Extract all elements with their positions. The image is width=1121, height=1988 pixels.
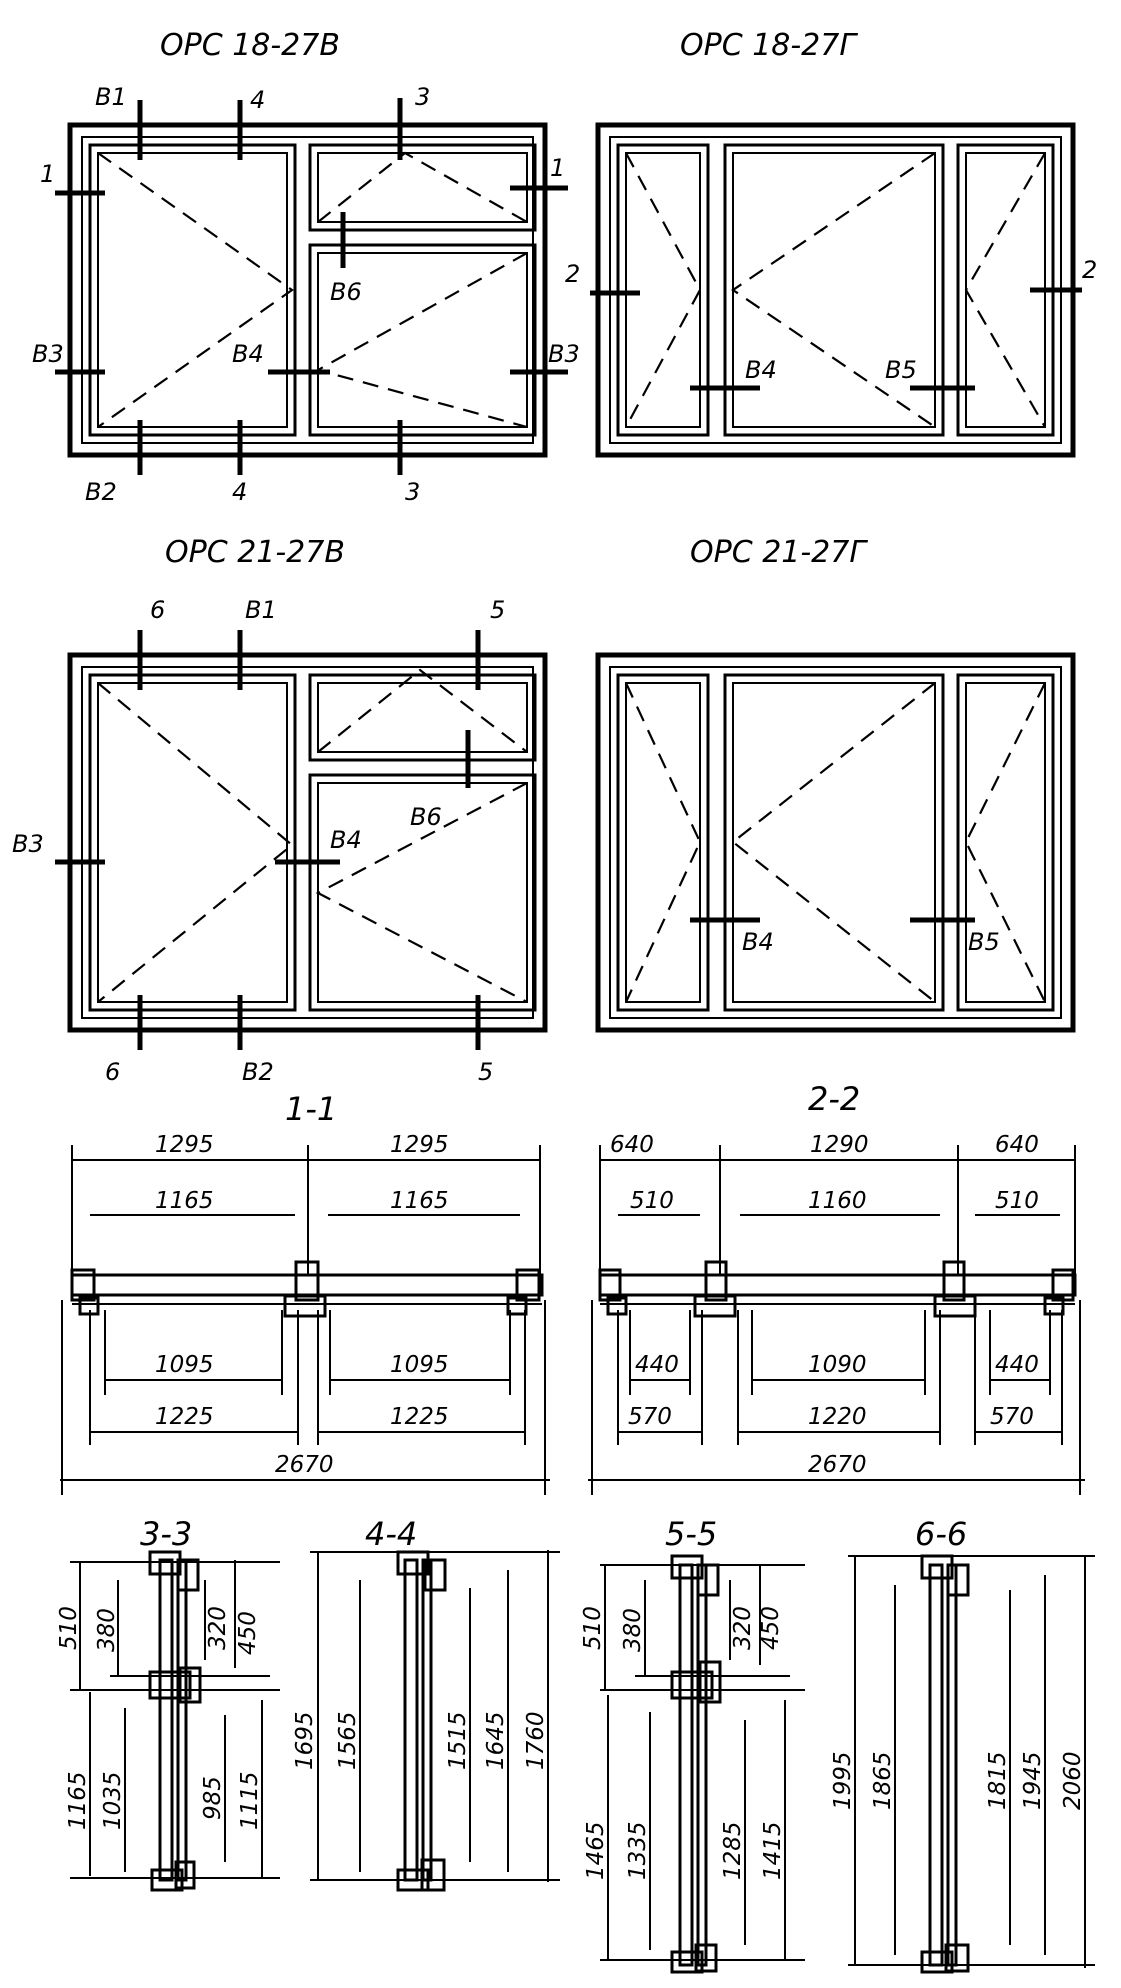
dim-3-3-d: 450 <box>235 1611 261 1655</box>
dim-1-1-g2: 1095 <box>390 1352 449 1378</box>
dim-2-2-g2: 1090 <box>808 1352 867 1378</box>
dim-3-3-f: 1035 <box>100 1771 126 1830</box>
title-ors-18-27v: ОРС 18-27В <box>160 28 340 63</box>
dim-1-1-s2: 1225 <box>390 1404 449 1430</box>
dim-4-4-b: 1565 <box>335 1711 361 1770</box>
section-6-6 <box>848 1554 1095 1974</box>
dim-5-5-f: 1335 <box>625 1821 651 1880</box>
mark-5-bottom: 5 <box>478 1058 493 1086</box>
mark-b1: В1 <box>95 83 127 111</box>
section-label-6-6: 6-6 <box>915 1515 967 1553</box>
dim-6-6-c: 1815 <box>985 1751 1011 1810</box>
section-label-5-5: 5-5 <box>665 1515 717 1553</box>
dim-2-2-g3: 440 <box>995 1352 1039 1378</box>
dim-5-5-b: 380 <box>620 1608 646 1652</box>
mark-3-top: 3 <box>415 83 430 111</box>
dim-4-4-c: 1515 <box>445 1711 471 1770</box>
mark-4-bottom: 4 <box>232 478 247 506</box>
mark-b4: В4 <box>232 340 264 368</box>
mark-b2: В2 <box>85 478 117 506</box>
dim-3-3-a: 510 <box>56 1606 82 1650</box>
dim-5-5-h: 1415 <box>760 1821 786 1880</box>
title-ors-18-27g: ОРС 18-27Г <box>680 28 858 63</box>
dim-3-3-e: 1165 <box>65 1771 91 1830</box>
dim-2-2-g1: 440 <box>635 1352 679 1378</box>
dim-2-2-i3: 510 <box>995 1188 1039 1214</box>
dim-2-2-w2: 1290 <box>810 1132 869 1158</box>
mark-2-right: 2 <box>1082 256 1097 284</box>
mark-b1-21v: В1 <box>245 596 277 624</box>
dim-1-1-i1: 1165 <box>155 1188 214 1214</box>
dim-1-1-s1: 1225 <box>155 1404 214 1430</box>
dim-5-5-e: 1465 <box>583 1821 609 1880</box>
dim-2-2-s1: 570 <box>628 1404 672 1430</box>
mark-6-bottom: 6 <box>105 1058 120 1086</box>
dim-6-6-e: 2060 <box>1060 1751 1086 1810</box>
mark-b5-18g: В5 <box>885 356 917 384</box>
mark-2-left: 2 <box>565 260 580 288</box>
mark-b4-21g: В4 <box>742 928 774 956</box>
section-label-1-1: 1-1 <box>285 1090 337 1128</box>
window-ors-18-27v <box>55 98 568 475</box>
dim-4-4-a: 1695 <box>292 1711 318 1770</box>
dim-2-2-w3: 640 <box>995 1132 1039 1158</box>
dim-6-6-d: 1945 <box>1020 1751 1046 1810</box>
dim-3-3-c: 320 <box>205 1606 231 1650</box>
window-ors-18-27g <box>590 122 1082 458</box>
mark-b5-21g: В5 <box>968 928 1000 956</box>
dim-1-1-w1: 1295 <box>155 1132 214 1158</box>
dim-5-5-d: 450 <box>758 1606 784 1650</box>
mark-1-left: 1 <box>40 160 55 188</box>
dim-2-2-i1: 510 <box>630 1188 674 1214</box>
dim-3-3-h: 1115 <box>237 1771 263 1830</box>
section-5-5 <box>600 1554 805 1974</box>
mark-b3-left: В3 <box>32 340 64 368</box>
mark-b4-18g: В4 <box>745 356 777 384</box>
dim-3-3-g: 985 <box>200 1776 226 1820</box>
section-4-4 <box>310 1550 560 1892</box>
dim-5-5-g: 1285 <box>720 1821 746 1880</box>
dim-4-4-e: 1760 <box>523 1711 549 1770</box>
mark-1-right: 1 <box>550 154 565 182</box>
mark-5-top: 5 <box>490 596 505 624</box>
mark-b6: В6 <box>330 278 362 306</box>
dim-6-6-b: 1865 <box>870 1751 896 1810</box>
section-label-3-3: 3-3 <box>140 1515 192 1553</box>
dim-2-2-i2: 1160 <box>808 1188 867 1214</box>
mark-b6-21v: В6 <box>410 803 442 831</box>
dim-2-2-s2: 1220 <box>808 1404 867 1430</box>
title-ors-21-27g: ОРС 21-27Г <box>690 535 868 570</box>
dim-5-5-c: 320 <box>730 1606 756 1650</box>
dim-4-4-d: 1645 <box>483 1711 509 1770</box>
section-2-2 <box>588 1145 1085 1495</box>
section-1-1 <box>60 1145 550 1495</box>
window-ors-21-27g <box>595 652 1076 1033</box>
section-label-2-2: 2-2 <box>808 1080 860 1118</box>
dim-3-3-b: 380 <box>94 1608 120 1652</box>
mark-b4-21v: В4 <box>330 826 362 854</box>
dim-1-1-w2: 1295 <box>390 1132 449 1158</box>
dim-2-2-s3: 570 <box>990 1404 1034 1430</box>
mark-b3-21v: В3 <box>12 830 44 858</box>
section-3-3 <box>70 1550 280 1892</box>
window-ors-21-27v <box>55 630 548 1050</box>
mark-b3-right: В3 <box>548 340 580 368</box>
mark-4-top: 4 <box>250 86 265 114</box>
dim-1-1-i2: 1165 <box>390 1188 449 1214</box>
section-label-4-4: 4-4 <box>365 1515 417 1553</box>
dim-2-2-w1: 640 <box>610 1132 654 1158</box>
dim-1-1-g1: 1095 <box>155 1352 214 1378</box>
mark-b2-21v: В2 <box>242 1058 274 1086</box>
dim-5-5-a: 510 <box>580 1606 606 1650</box>
title-ors-21-27v: ОРС 21-27В <box>165 535 345 570</box>
dim-6-6-a: 1995 <box>830 1751 856 1810</box>
mark-3-bottom: 3 <box>405 478 420 506</box>
dim-2-2-total: 2670 <box>808 1452 867 1478</box>
dim-1-1-total: 2670 <box>275 1452 334 1478</box>
mark-6-top: 6 <box>150 596 165 624</box>
